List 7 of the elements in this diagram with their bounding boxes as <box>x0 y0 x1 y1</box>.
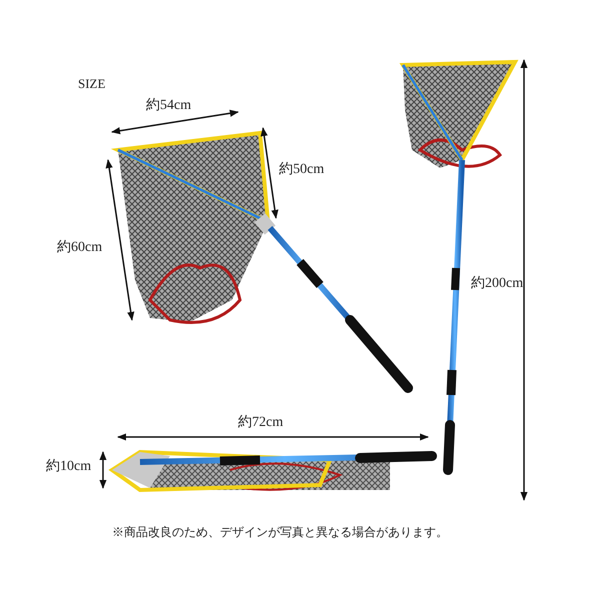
dimension-label: 約60cm <box>57 240 102 257</box>
dimension-label: 約54cm <box>146 98 192 115</box>
section-heading: SIZE <box>78 76 106 92</box>
dimension-label: 約10cm <box>46 459 92 476</box>
dimension-label: 約72cm <box>238 415 284 432</box>
dimension-label: 約50cm <box>279 162 324 179</box>
note-text: ※商品改良のため、デザインが写真と異なる場合があります。 <box>112 525 448 540</box>
